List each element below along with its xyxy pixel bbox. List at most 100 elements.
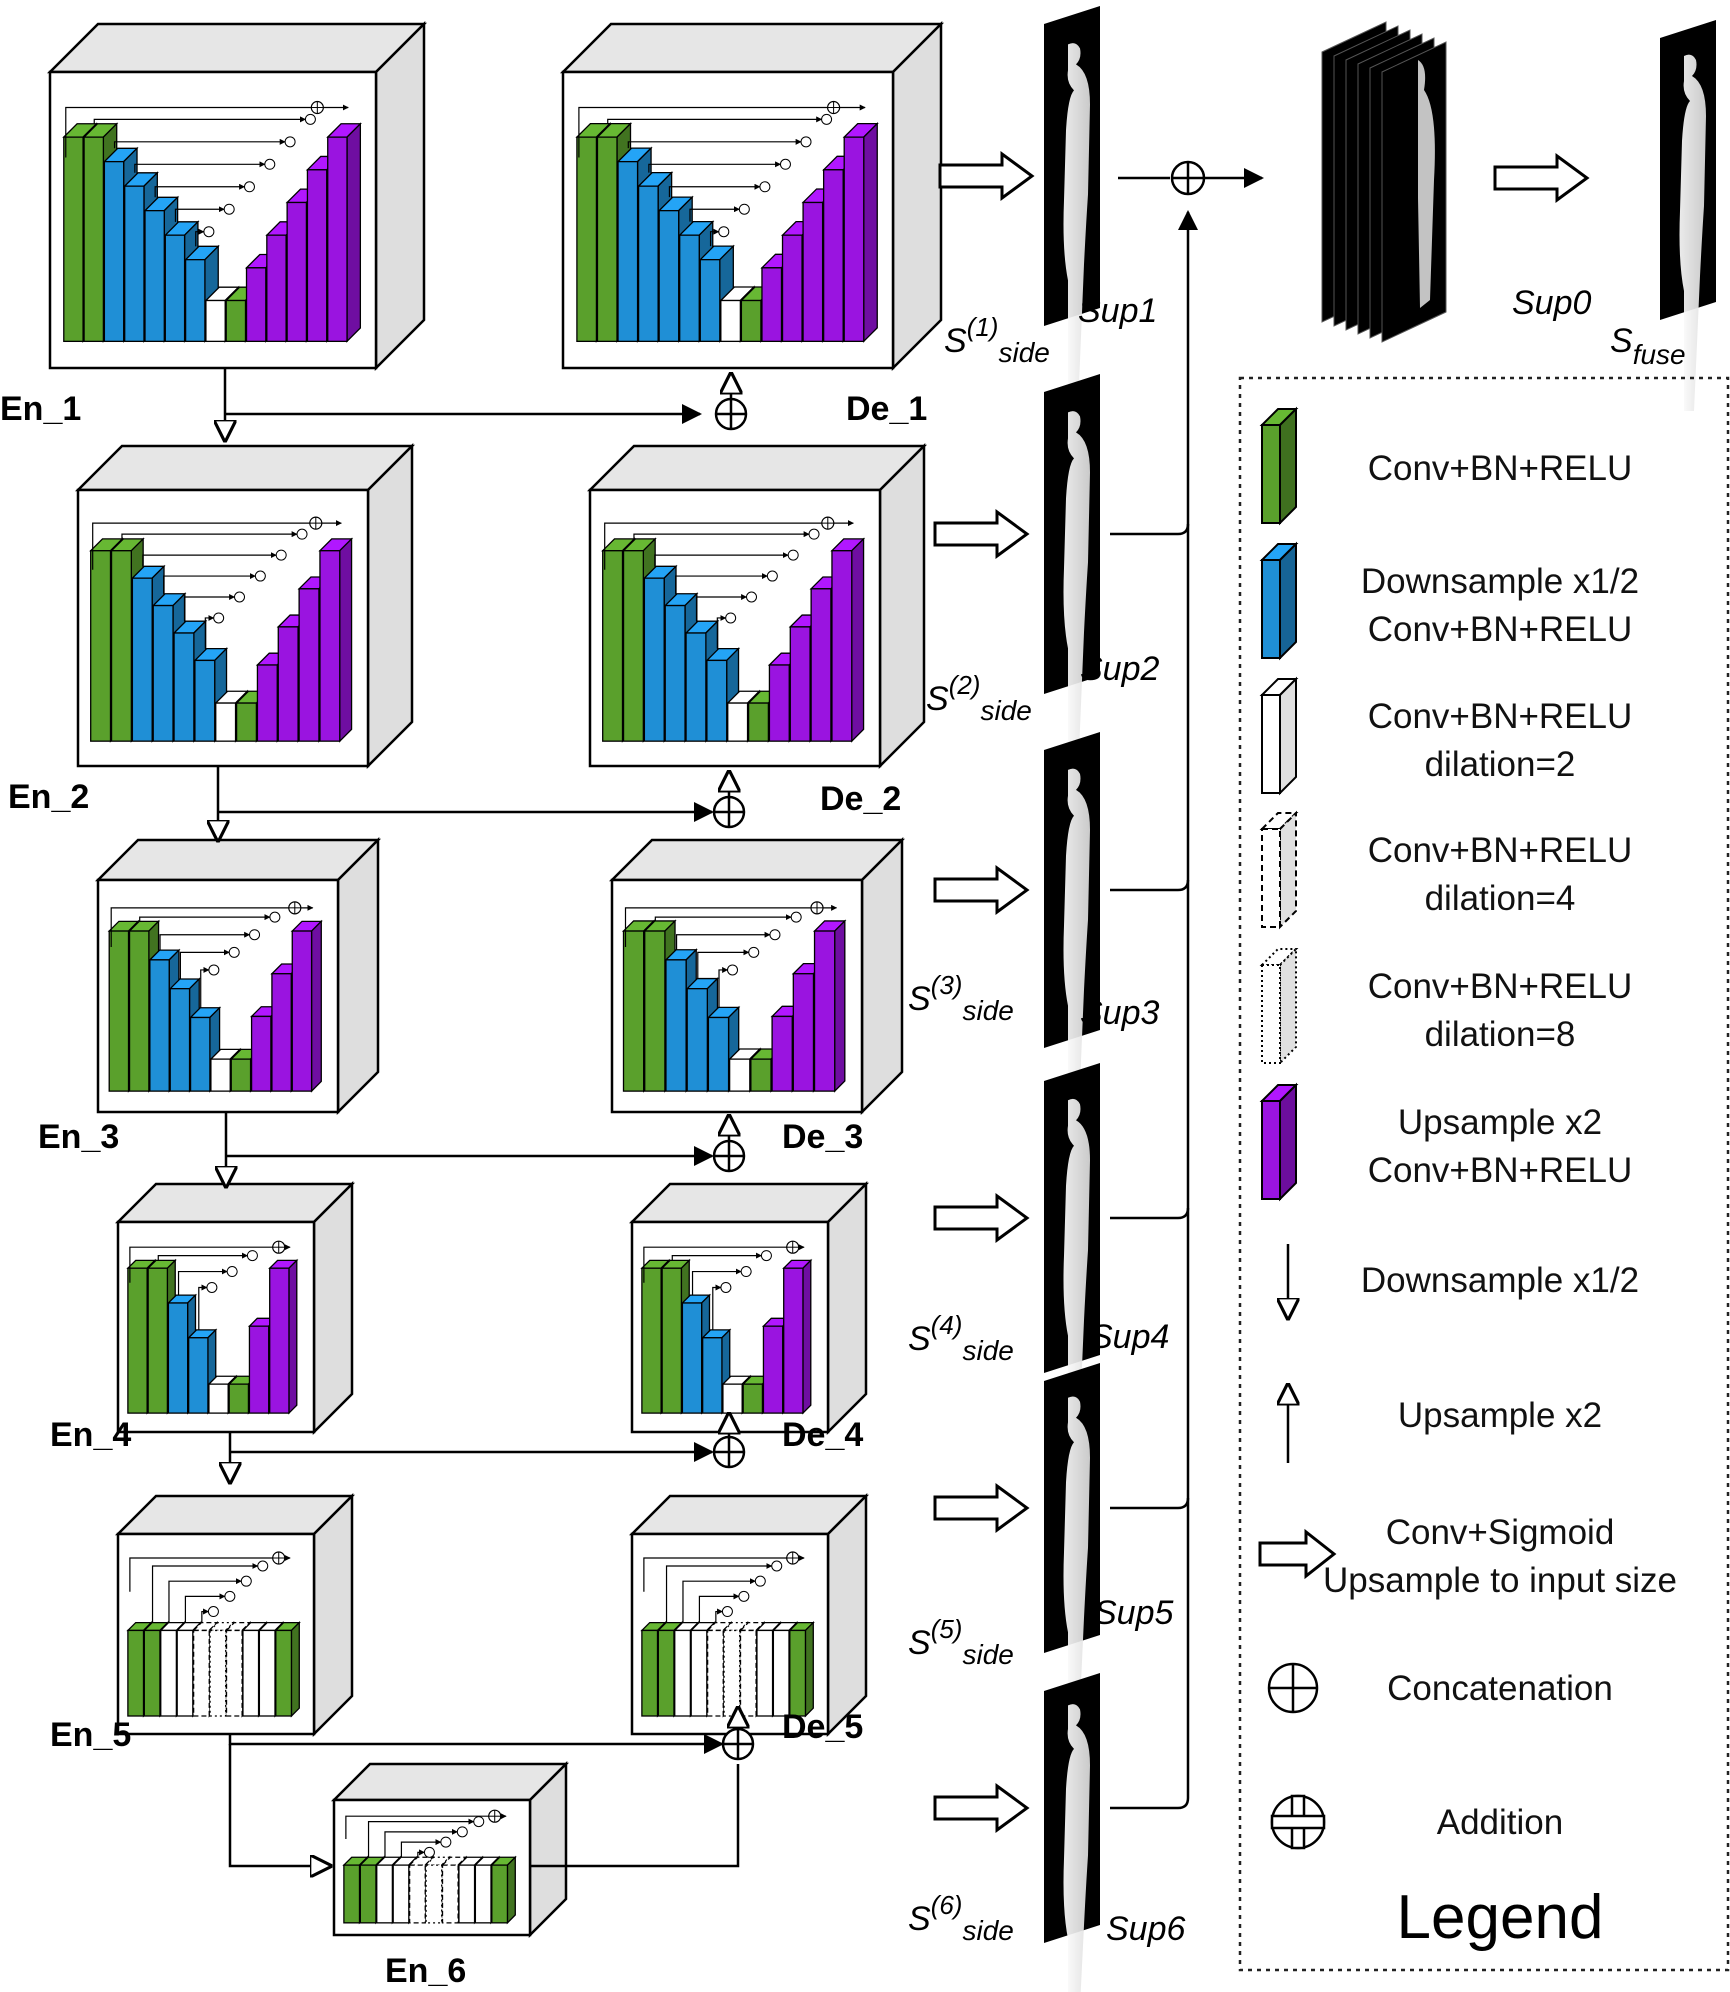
- addition-icon: [738, 1590, 750, 1602]
- side-s: S: [908, 980, 931, 1018]
- upsample-conv-layer: [782, 1258, 813, 1415]
- concat-icon: [712, 1435, 746, 1469]
- skip-line: [159, 931, 251, 951]
- legend-text: Upsample to input size: [1323, 1561, 1677, 1600]
- side-map-1: [1044, 6, 1100, 409]
- label-en6: En_6: [385, 1952, 466, 1990]
- skip-line: [716, 614, 727, 649]
- legend-title: Legend: [1397, 1883, 1604, 1952]
- skip-line: [689, 206, 740, 222]
- side-sub: side: [998, 337, 1049, 368]
- rsu-block-en3: [94, 836, 382, 1116]
- skip-line: [195, 228, 205, 247]
- legend-text: Conv+BN+RELU: [1368, 449, 1633, 488]
- svg-text:S(3)side: S(3)side: [908, 970, 1014, 1026]
- sup3-label: Sup3: [1080, 994, 1159, 1032]
- side-sub: side: [980, 695, 1031, 726]
- legend-text: Conv+BN+RELU: [1368, 967, 1633, 1006]
- skip-line: [654, 552, 789, 567]
- residual-line: [129, 1244, 291, 1283]
- side-map-3: [1044, 732, 1100, 1133]
- side-s: S: [944, 322, 967, 360]
- skip-line: [400, 1839, 442, 1858]
- side-label-6: Sup6 S(6)side: [908, 1890, 1185, 1948]
- label-en1: En_1: [0, 390, 81, 428]
- label-de5: De_5: [782, 1708, 863, 1746]
- conv-sigmoid-arrow: [933, 509, 1030, 559]
- addition-icon: [284, 136, 296, 148]
- label-en5: En_5: [50, 1716, 131, 1754]
- rsu-block-en4: [114, 1180, 356, 1436]
- label-en4: En_4: [50, 1416, 131, 1454]
- side-label-4: Sup4 S(4)side: [908, 1310, 1169, 1366]
- legend-border: [1238, 376, 1730, 1972]
- side-s: S: [908, 1320, 931, 1358]
- person-silhouette: [1063, 1704, 1090, 1992]
- block-top-face: [114, 1182, 356, 1224]
- person-silhouette: [1063, 1396, 1090, 1749]
- block-top-face: [559, 22, 945, 74]
- addition-icon: [740, 1266, 752, 1278]
- green-block-icon: [1259, 406, 1299, 526]
- addition-icon: [203, 226, 215, 238]
- residual-line: [643, 1244, 805, 1283]
- stacked-map: [1381, 41, 1447, 343]
- block-top-face: [74, 444, 416, 492]
- addition-icon: [1270, 1794, 1326, 1850]
- skip-line: [627, 138, 802, 149]
- rsu-block-de2: [586, 442, 928, 770]
- skip-line: [198, 1284, 208, 1330]
- addition-icon: [304, 113, 316, 125]
- person-silhouette: [1418, 60, 1435, 308]
- conv-sigmoid-arrow: [1493, 153, 1590, 203]
- skip-line: [384, 1828, 458, 1858]
- side-s: S: [908, 1624, 931, 1662]
- conv-bn-relu-layer: [788, 1621, 815, 1718]
- addition-icon: [760, 1250, 772, 1262]
- side-index: (5): [931, 1614, 963, 1644]
- legend-text: Downsample x1/2: [1361, 1261, 1639, 1300]
- skip-line: [691, 1268, 742, 1296]
- addition-icon: [769, 929, 781, 941]
- skip-line: [712, 1284, 722, 1330]
- rsu-block-en2: [74, 442, 416, 770]
- block-top-face: [628, 1494, 870, 1536]
- sup5-label: Sup5: [1094, 1594, 1173, 1632]
- block-side-face: [860, 836, 904, 1116]
- skip-line: [671, 1252, 763, 1261]
- side-sub: side: [962, 1335, 1013, 1366]
- concat-icon: [1267, 1662, 1319, 1714]
- svg-text:S(2)side: S(2)side: [926, 670, 1032, 726]
- addition-icon: [240, 1575, 252, 1587]
- legend-text: Addition: [1437, 1803, 1563, 1842]
- addition-icon: [718, 226, 730, 238]
- sup6-label: Sup6: [1106, 1910, 1185, 1948]
- addition-icon: [275, 549, 287, 561]
- addition-icon: [725, 612, 737, 624]
- residual-line: [604, 520, 854, 570]
- merge-line: [1110, 1207, 1190, 1220]
- upsample-conv-layer: [290, 919, 323, 1093]
- rsu-block-de5: [628, 1492, 870, 1738]
- addition-icon: [243, 181, 255, 193]
- addition-icon: [720, 1281, 732, 1293]
- skip-line: [675, 931, 771, 950]
- skip-line: [139, 914, 271, 922]
- side-map-4: [1044, 1063, 1100, 1460]
- side-map-6: [1044, 1673, 1100, 1992]
- side-s: S: [926, 680, 949, 718]
- skip-line: [633, 531, 810, 539]
- residual-line: [65, 104, 349, 158]
- conv-sigmoid-arrow: [933, 1783, 1030, 1833]
- upsample-conv-layer: [326, 122, 362, 343]
- purple-block-icon: [1259, 1082, 1299, 1202]
- skip-line: [697, 949, 750, 979]
- conv-sigmoid-arrow: [933, 865, 1030, 915]
- block-side-face: [312, 1492, 354, 1738]
- residual-line: [110, 904, 314, 948]
- skip-line: [184, 1593, 226, 1623]
- skip-line: [163, 573, 256, 594]
- skip-line: [204, 614, 215, 649]
- side-label-3: Sup3 S(3)side: [908, 970, 1159, 1032]
